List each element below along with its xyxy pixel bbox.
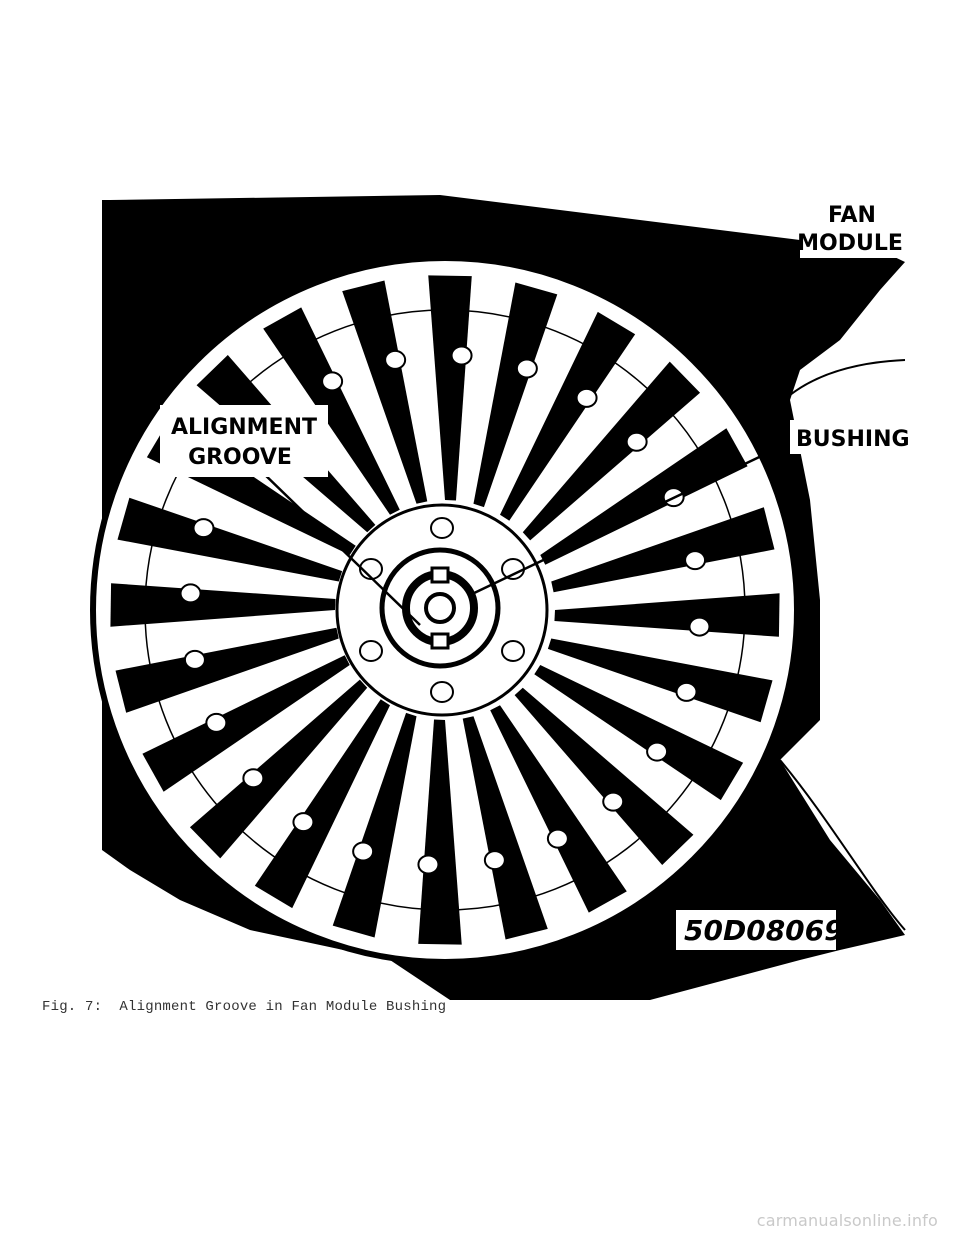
blade-rivet — [675, 681, 698, 702]
fan-blade — [500, 311, 636, 521]
blade-rivet — [384, 349, 407, 370]
fan-blade — [142, 655, 350, 792]
blade-rivet — [602, 791, 625, 812]
fan-blade — [540, 428, 748, 565]
blade-rivet — [625, 431, 648, 452]
fan-blade — [263, 307, 400, 515]
fan-blade — [332, 712, 417, 938]
fan-blade — [490, 705, 627, 913]
fan-blade — [534, 665, 744, 801]
blade-rivet — [179, 583, 202, 604]
bushing-leader — [469, 438, 796, 597]
blade-rivet — [417, 854, 440, 875]
fan-blade — [254, 699, 390, 909]
blade-rivet — [646, 741, 669, 762]
watermark: carmanualsonline.info — [756, 1211, 938, 1230]
hub-hole — [430, 681, 454, 703]
alignment-groove-bottom — [430, 632, 450, 650]
bushing-label: BUSHING — [796, 427, 910, 452]
fan-blade — [547, 638, 773, 723]
hub-hole — [501, 640, 526, 662]
fan-blade — [551, 507, 775, 593]
fan-module-label-bg — [800, 192, 910, 258]
hub-hole — [358, 640, 383, 662]
blade-rivet — [575, 387, 598, 408]
blade-rivet — [183, 649, 206, 670]
hub-hole — [501, 558, 526, 580]
hub-holes — [358, 517, 526, 703]
blade-rivet — [546, 828, 569, 849]
fan-blades — [110, 275, 780, 945]
fan-blade — [522, 361, 701, 541]
shaft-bore — [424, 592, 456, 624]
alignment-label-line1: ALIGNMENT — [171, 415, 317, 440]
fan-blade — [473, 282, 558, 508]
fan-blade — [428, 275, 472, 501]
blade-rivet — [684, 550, 707, 571]
blade-rivet — [515, 358, 538, 379]
part-number-label: 50D08069 — [684, 914, 844, 947]
blade-rivet — [450, 345, 473, 366]
alignment-leader — [259, 469, 421, 626]
hub-hole — [430, 517, 454, 539]
figure-caption: Fig. 7: Alignment Groove in Fan Module B… — [42, 999, 447, 1015]
blade-rivet — [242, 768, 265, 789]
fan-module-label-line1: FAN — [828, 203, 876, 228]
blade-rivet — [205, 712, 228, 733]
blade-rivet — [688, 616, 711, 637]
alignment-label-bg — [160, 405, 328, 477]
fan-blade — [189, 679, 368, 859]
fan-blade — [418, 719, 462, 945]
bushing-label-bg — [790, 420, 908, 454]
fan-blade — [117, 497, 343, 582]
fan-blade — [342, 280, 428, 504]
fan-blade — [554, 593, 780, 637]
alignment-label-line2: GROOVE — [188, 445, 292, 470]
blade-rivet — [192, 518, 215, 539]
blade-rivet — [292, 812, 315, 833]
fan-blade — [514, 687, 694, 866]
blade-rivet — [483, 850, 506, 871]
fan-module-label-line2: MODULE — [797, 231, 903, 256]
blade-rivet — [321, 371, 344, 392]
bushing-leader-curve — [789, 359, 906, 396]
fan-blade — [110, 583, 336, 627]
fan-blade — [462, 716, 548, 940]
fan-blade — [115, 627, 339, 713]
blade-rivet — [352, 841, 375, 862]
part-number-bg — [676, 910, 836, 950]
lower-right-leader — [779, 759, 906, 931]
alignment-groove — [430, 566, 450, 584]
